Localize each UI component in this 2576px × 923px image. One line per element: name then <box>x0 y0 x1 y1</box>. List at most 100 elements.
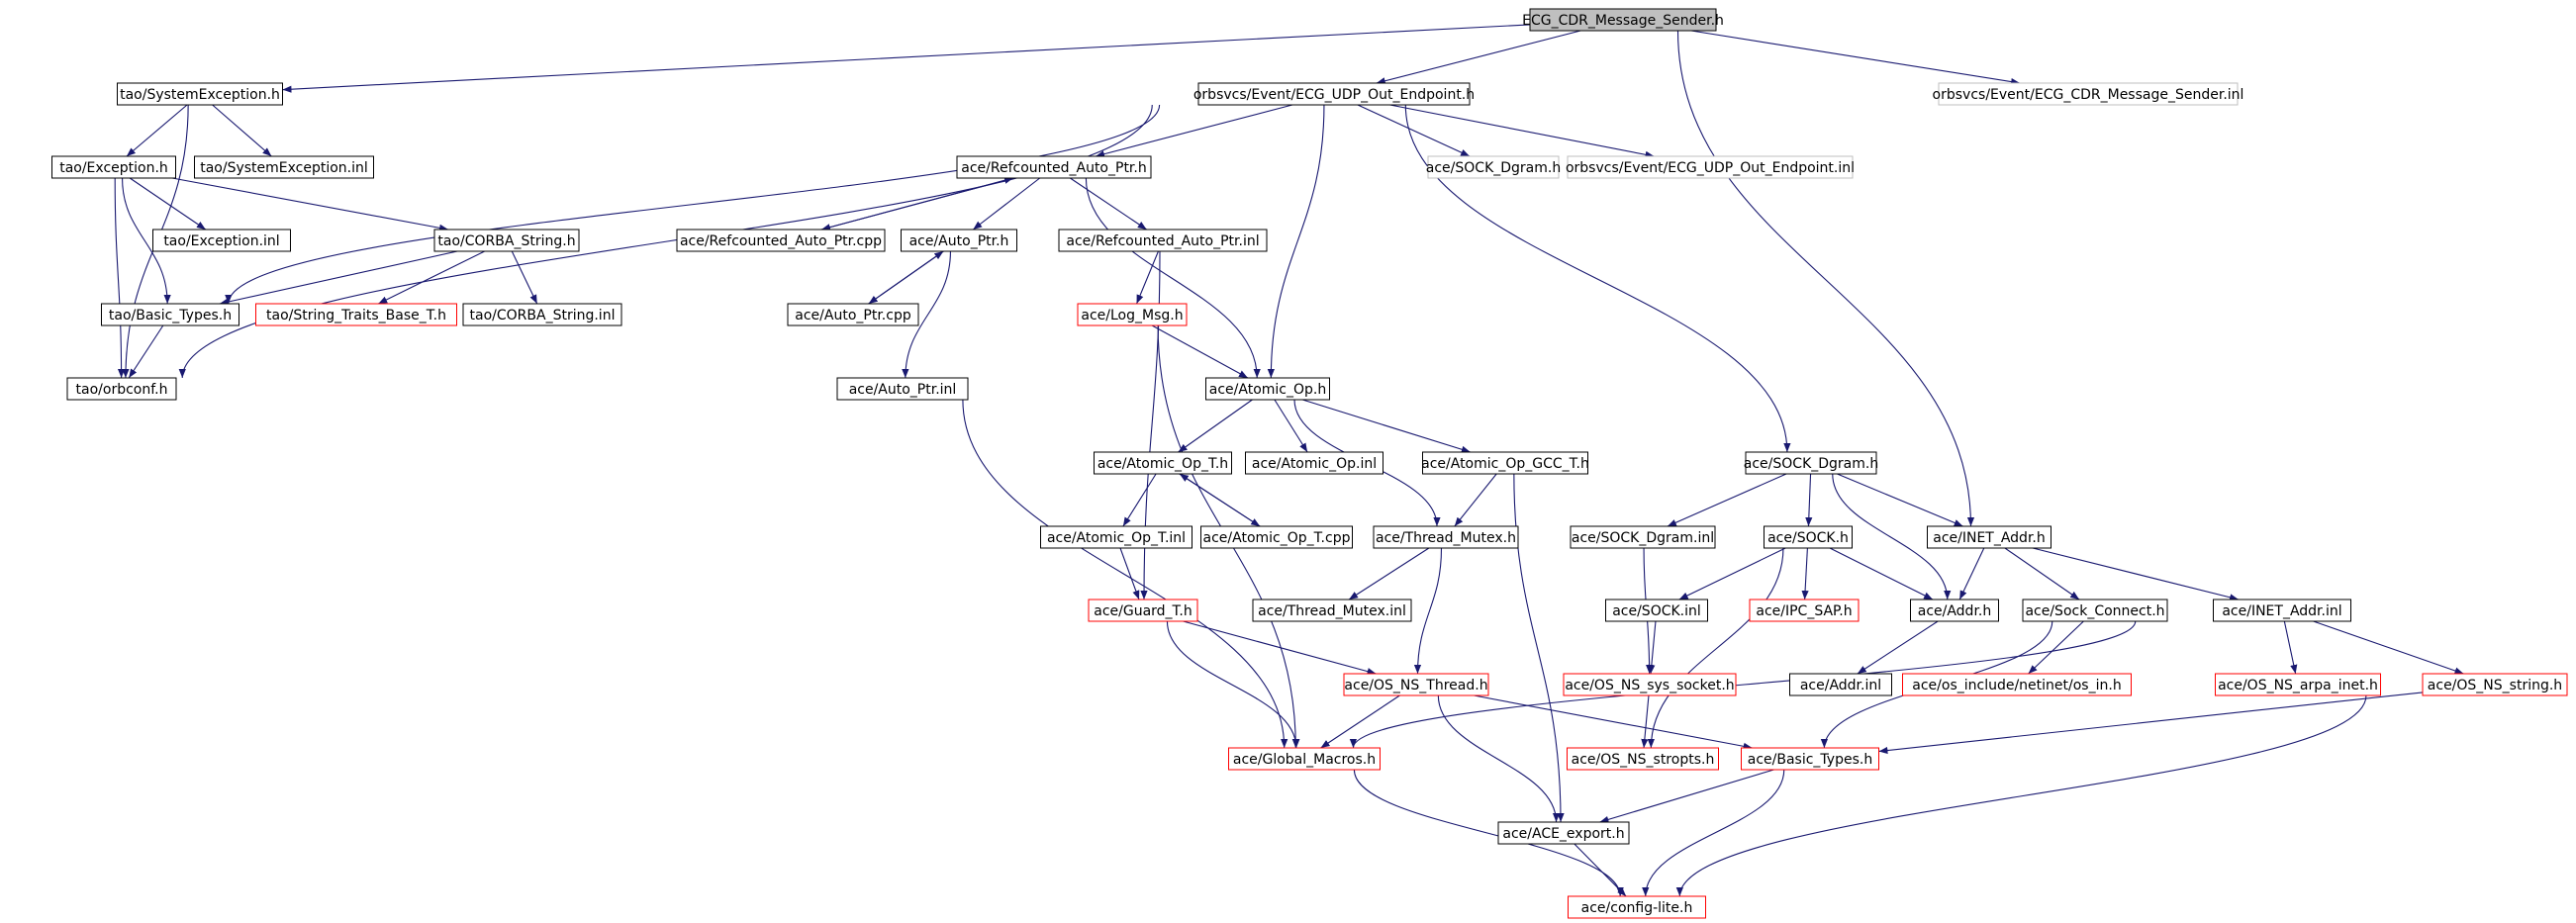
node-ace-autoptr-h[interactable]: ace/Auto_Ptr.h <box>901 229 1017 252</box>
node-box <box>462 303 622 326</box>
edge-tao-corba-str-h-to-tao-str-traits <box>378 250 485 305</box>
node-orb-cdr-inl[interactable]: orbsvcs/Event/ECG_CDR_Message_Sender.inl <box>1933 82 2244 106</box>
node-ace-autoptr-cpp[interactable]: ace/Auto_Ptr.cpp <box>787 303 919 326</box>
node-ace-ipc-sap[interactable]: ace/IPC_SAP.h <box>1749 599 1860 622</box>
edge-tao-corba-str-h-to-tao-basic-types <box>219 250 458 306</box>
node-tao-sysexc-h[interactable]: tao/SystemException.h <box>117 82 283 106</box>
node-label: ace/Atomic_Op_T.cpp <box>1203 530 1351 546</box>
node-box <box>1605 599 1708 622</box>
node-box <box>1245 451 1383 475</box>
edge-ace-sockdgram-h-to-ace-sockdgram-inl <box>1667 473 1787 527</box>
node-ace-refauto-cpp[interactable]: ace/Refcounted_Auto_Ptr.cpp <box>676 229 886 252</box>
node-ace-autoptr-inl[interactable]: ace/Auto_Ptr.inl <box>836 377 969 401</box>
node-tao-sysexc-inl[interactable]: tao/SystemException.inl <box>194 155 374 179</box>
node-label: orbsvcs/Event/ECG_CDR_Message_Sender.inl <box>1933 87 2244 103</box>
edge-root-to-tao-sysexc-h <box>282 24 1531 93</box>
node-label: tao/Exception.h <box>59 160 168 176</box>
node-label: ace/config-lite.h <box>1581 900 1693 916</box>
edge-ace-refauto-inl-to-ace-log-msg <box>1136 250 1159 305</box>
node-box <box>194 155 374 179</box>
node-tao-orbconf[interactable]: tao/orbconf.h <box>66 377 177 401</box>
node-ace-basic-types[interactable]: ace/Basic_Types.h <box>1741 747 1879 771</box>
edge-ace-refauto-h-to-ace-refauto-inl <box>1070 177 1147 231</box>
node-box <box>1764 525 1853 549</box>
node-orb-udp-out-h[interactable]: orbsvcs/Event/ECG_UDP_Out_Endpoint.h <box>1193 82 1475 106</box>
node-box <box>676 229 886 252</box>
node-tao-exc-inl[interactable]: tao/Exception.inl <box>152 229 291 252</box>
node-ace-os-ns-arpa-inet[interactable]: ace/OS_NS_arpa_inet.h <box>2215 673 2381 696</box>
edge-ace-sock-connect-to-ace-os-in <box>2028 620 2084 675</box>
node-ace-refauto-inl[interactable]: ace/Refcounted_Auto_Ptr.inl <box>1058 229 1268 252</box>
node-ace-sockdgram-top[interactable]: ace/SOCK_Dgram.h <box>1426 155 1561 179</box>
node-tao-str-traits[interactable]: tao/String_Traits_Base_T.h <box>255 303 457 326</box>
node-ace-sock-connect[interactable]: ace/Sock_Connect.h <box>2022 599 2168 622</box>
node-ace-os-ns-stropts[interactable]: ace/OS_NS_stropts.h <box>1567 747 1719 771</box>
node-ace-sockdgram-h[interactable]: ace/SOCK_Dgram.h <box>1744 451 1878 475</box>
node-box <box>1205 377 1330 401</box>
node-label: ace/Auto_Ptr.h <box>909 233 1009 249</box>
node-box <box>1094 451 1232 475</box>
node-ace-atomic-op-t-cpp[interactable]: ace/Atomic_Op_T.cpp <box>1200 525 1353 549</box>
edge-ace-os-ns-thread-to-ace-basic-types <box>1474 694 1753 750</box>
node-ace-guard-t[interactable]: ace/Guard_T.h <box>1088 599 1198 622</box>
node-box <box>2422 673 2568 696</box>
node-root[interactable]: ECG_CDR_Message_Sender.h <box>1522 8 1724 32</box>
node-tao-corba-str-inl[interactable]: tao/CORBA_String.inl <box>462 303 622 326</box>
node-ace-refauto-h[interactable]: ace/Refcounted_Auto_Ptr.h <box>956 155 1152 179</box>
node-label: tao/SystemException.h <box>120 87 280 103</box>
node-box <box>2215 673 2381 696</box>
node-ace-atomic-op-t-inl[interactable]: ace/Atomic_Op_T.inl <box>1040 525 1193 549</box>
edge-tao-sysexc-h-to-tao-exc-h <box>126 104 188 157</box>
node-box <box>1252 599 1412 622</box>
edge-ace-inet-addr-h-to-ace-inet-addr-inl <box>2032 547 2240 601</box>
node-box <box>1228 747 1381 771</box>
node-ace-atomic-op-inl[interactable]: ace/Atomic_Op.inl <box>1245 451 1383 475</box>
edge-ace-basic-types-to-ace-config-lite <box>1642 769 1785 897</box>
node-ace-ace-export[interactable]: ace/ACE_export.h <box>1497 821 1630 845</box>
node-ace-log-msg[interactable]: ace/Log_Msg.h <box>1077 303 1188 326</box>
edge-ace-sockdgram-h-to-ace-addr-h <box>1832 473 1952 600</box>
node-ace-config-lite[interactable]: ace/config-lite.h <box>1568 895 1706 919</box>
node-ace-atomic-op-h[interactable]: ace/Atomic_Op.h <box>1205 377 1330 401</box>
edge-ace-sock-h-to-ace-ipc-sap <box>1801 547 1809 600</box>
node-ace-global-macros[interactable]: ace/Global_Macros.h <box>1228 747 1381 771</box>
node-box <box>1040 525 1193 549</box>
node-ace-thread-mutex-inl[interactable]: ace/Thread_Mutex.inl <box>1252 599 1412 622</box>
nodes-layer: ECG_CDR_Message_Sender.h tao/SystemExcept… <box>51 8 2568 919</box>
node-label: ace/Atomic_Op_T.h <box>1097 456 1228 472</box>
node-ace-thread-mutex-h[interactable]: ace/Thread_Mutex.h <box>1373 525 1519 549</box>
node-label: ace/SOCK.h <box>1767 530 1849 546</box>
node-ace-addr-inl[interactable]: ace/Addr.inl <box>1789 673 1892 696</box>
node-tao-exc-h[interactable]: tao/Exception.h <box>51 155 176 179</box>
node-ace-os-ns-sys-socket[interactable]: ace/OS_NS_sys_socket.h <box>1563 673 1737 696</box>
node-label: ace/OS_NS_string.h <box>2428 678 2562 693</box>
node-ace-atomic-gcc[interactable]: ace/Atomic_Op_GCC_T.h <box>1421 451 1589 475</box>
node-box <box>1570 525 1716 549</box>
node-box <box>901 229 1017 252</box>
edge-ace-basic-types-to-ace-ace-export <box>1599 769 1774 823</box>
node-label: ace/ACE_export.h <box>1502 826 1624 842</box>
node-label: ace/INET_Addr.inl <box>2222 603 2341 619</box>
node-ace-inet-addr-inl[interactable]: ace/INET_Addr.inl <box>2213 599 2351 622</box>
node-label: orbsvcs/Event/ECG_UDP_Out_Endpoint.inl <box>1566 160 1855 176</box>
node-label: ace/OS_NS_stropts.h <box>1572 752 1715 768</box>
edge-orb-udp-out-h-to-ace-atomic-op-h <box>1267 104 1325 379</box>
node-orb-udp-out-inl[interactable]: orbsvcs/Event/ECG_UDP_Out_Endpoint.inl <box>1566 155 1855 179</box>
node-label: ace/OS_NS_arpa_inet.h <box>2218 678 2378 693</box>
node-ace-addr-h[interactable]: ace/Addr.h <box>1910 599 1999 622</box>
node-tao-basic-types[interactable]: tao/Basic_Types.h <box>101 303 239 326</box>
node-box <box>1927 525 2051 549</box>
node-ace-os-ns-string[interactable]: ace/OS_NS_string.h <box>2422 673 2568 696</box>
node-tao-corba-str-h[interactable]: tao/CORBA_String.h <box>433 229 580 252</box>
node-ace-inet-addr-h[interactable]: ace/INET_Addr.h <box>1927 525 2051 549</box>
node-ace-os-ns-thread[interactable]: ace/OS_NS_Thread.h <box>1343 673 1489 696</box>
node-label: ace/Auto_Ptr.inl <box>849 382 957 398</box>
node-ace-sockdgram-inl[interactable]: ace/SOCK_Dgram.inl <box>1570 525 1716 549</box>
node-ace-os-in[interactable]: ace/os_include/netinet/os_in.h <box>1902 673 2132 696</box>
node-ace-sock-h[interactable]: ace/SOCK.h <box>1764 525 1853 549</box>
node-box <box>1497 821 1630 845</box>
node-ace-atomic-op-t-h[interactable]: ace/Atomic_Op_T.h <box>1094 451 1232 475</box>
node-box <box>1088 599 1198 622</box>
node-label: ace/Basic_Types.h <box>1748 752 1872 768</box>
node-ace-sock-inl[interactable]: ace/SOCK.inl <box>1605 599 1708 622</box>
